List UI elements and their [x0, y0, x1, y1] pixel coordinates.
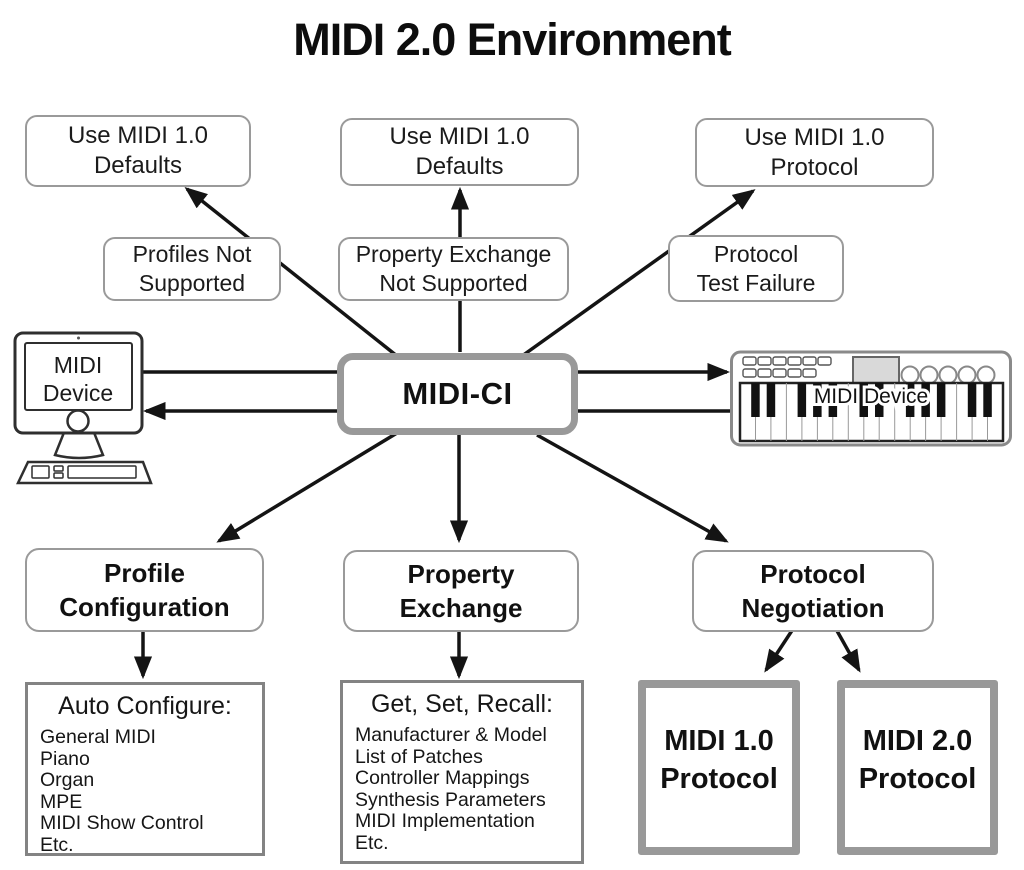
list-item: Manufacturer & Model: [355, 724, 547, 746]
midi-ci-label: MIDI-CI: [402, 376, 513, 411]
keyboard-display: [852, 356, 900, 385]
list-item: Etc.: [355, 831, 389, 854]
box-line: Protocol: [660, 762, 778, 795]
box-line: Test Failure: [696, 269, 816, 296]
computer-keyboard-details: [31, 465, 137, 479]
node-profile-configuration: Profile Configuration: [25, 548, 264, 632]
list-item: General MIDI: [40, 726, 156, 748]
box-line: Property: [407, 559, 515, 589]
box-line: Use MIDI 1.0: [744, 123, 885, 151]
auto-configure-heading: Auto Configure:: [58, 692, 232, 720]
box-line: Defaults: [415, 153, 504, 180]
auto-configure-items: General MIDI Piano Organ MPE MIDI Show C…: [28, 726, 262, 856]
computer-label-line1: MIDI: [54, 352, 103, 378]
get-set-recall-heading: Get, Set, Recall:: [370, 690, 554, 718]
node-protocol-negotiation: Protocol Negotiation: [692, 550, 934, 632]
node-use-midi10-defaults-mid: Use MIDI 1.0 Defaults: [340, 118, 579, 186]
keyboard-label: MIDI Device: [814, 385, 928, 408]
node-property-exchange-not-supported: Property Exchange Not Supported: [338, 237, 569, 301]
node-use-midi10-protocol: Use MIDI 1.0 Protocol: [695, 118, 934, 187]
list-item: List of Patches: [355, 745, 483, 768]
arrow-negotiation-to-midi2: [834, 628, 861, 673]
box-line: Protocol: [770, 153, 859, 181]
auto-configure-list: Auto Configure: General MIDI Piano Organ…: [25, 682, 265, 856]
get-set-recall-list: Get, Set, Recall: Manufacturer & Model L…: [340, 680, 584, 864]
list-item: MPE: [40, 790, 83, 813]
computer-power-button: [66, 409, 90, 433]
node-profiles-not-supported: Profiles Not Supported: [103, 237, 281, 301]
keyboard-pad-buttons: [742, 356, 832, 378]
computer-device-icon: MIDI Device: [13, 331, 153, 485]
box-line: Use MIDI 1.0: [389, 123, 530, 150]
box-line: Not Supported: [379, 270, 528, 296]
box-line: MIDI 1.0: [664, 724, 774, 757]
arrow-midici-to-protocol-negotiation: [536, 433, 729, 543]
computer-label-line2: Device: [43, 380, 113, 406]
list-item: Etc.: [40, 833, 74, 856]
page-title: MIDI 2.0 Environment: [293, 14, 732, 65]
node-midi-1-protocol: MIDI 1.0 Protocol: [638, 680, 800, 855]
arrow-midici-to-use-protocol-right: [520, 189, 756, 358]
node-protocol-test-failure: Protocol Test Failure: [668, 235, 844, 302]
keyboard-knobs: [900, 365, 996, 385]
list-item: Controller Mappings: [355, 767, 530, 789]
box-line: Protocol: [858, 762, 977, 795]
list-item: Piano: [40, 747, 90, 770]
arrow-negotiation-to-midi1: [764, 628, 795, 673]
box-line: Supported: [138, 270, 246, 296]
piano-keys: [738, 381, 1005, 443]
computer-stand: [53, 428, 105, 460]
box-line: Profile: [104, 558, 185, 588]
box-line: Protocol: [760, 559, 866, 589]
node-use-midi10-defaults-left: Use MIDI 1.0 Defaults: [25, 115, 251, 187]
get-set-recall-items: Manufacturer & Model List of Patches Con…: [343, 724, 581, 854]
list-item: MIDI Show Control: [40, 812, 204, 834]
box-line: Defaults: [93, 152, 183, 179]
box-line: Configuration: [59, 592, 230, 622]
list-item: Synthesis Parameters: [355, 788, 546, 811]
node-property-exchange: Property Exchange: [343, 550, 579, 632]
list-item: Organ: [40, 769, 95, 791]
node-midi-ci: MIDI-CI: [337, 353, 578, 435]
box-line: MIDI 2.0: [862, 724, 973, 757]
computer-camera-dot: [77, 336, 80, 340]
box-line: Use MIDI 1.0: [67, 122, 209, 149]
box-line: Negotiation: [741, 593, 885, 623]
arrow-midici-to-profile-configuration: [216, 431, 398, 543]
arrow-midici-to-use-defaults-left: [184, 187, 399, 358]
computer-keyboard: [16, 460, 153, 485]
box-line: Protocol: [713, 240, 799, 267]
box-line: Property Exchange: [355, 241, 552, 267]
keyboard-device-icon: MIDI Device: [730, 350, 1012, 447]
box-line: Exchange: [399, 593, 523, 623]
box-line: Profiles Not: [132, 241, 252, 267]
list-item: MIDI Implementation: [355, 810, 535, 832]
node-midi-2-protocol: MIDI 2.0 Protocol: [837, 680, 998, 855]
